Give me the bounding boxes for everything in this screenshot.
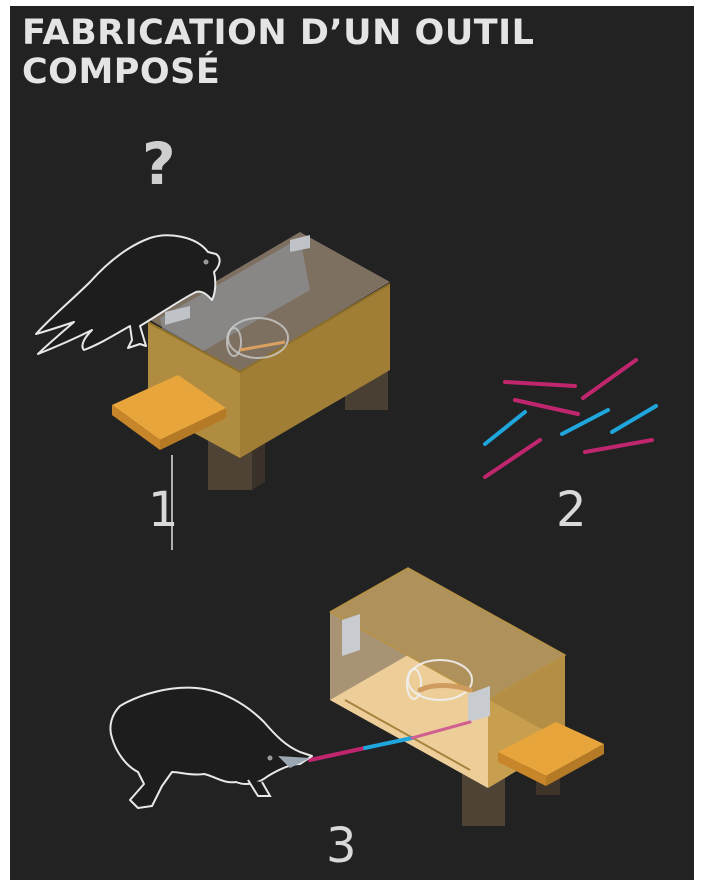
compound-tool-long	[310, 748, 365, 760]
crow-bending-body	[110, 688, 312, 808]
step-3-label: 3	[326, 818, 357, 874]
stick-long	[583, 360, 636, 398]
stick-short	[612, 406, 656, 432]
crow-bending	[110, 688, 312, 808]
stick-long	[585, 440, 652, 452]
step3-apparatus	[310, 568, 604, 826]
step-1-label: 1	[148, 482, 179, 538]
stick-long	[505, 382, 575, 386]
compound-tool-short	[365, 738, 412, 748]
step3-clip-left	[342, 614, 360, 656]
stick-long	[485, 440, 540, 477]
step2-sticks	[485, 360, 656, 477]
step-2-label: 2	[556, 482, 587, 538]
stick-short	[485, 412, 525, 444]
